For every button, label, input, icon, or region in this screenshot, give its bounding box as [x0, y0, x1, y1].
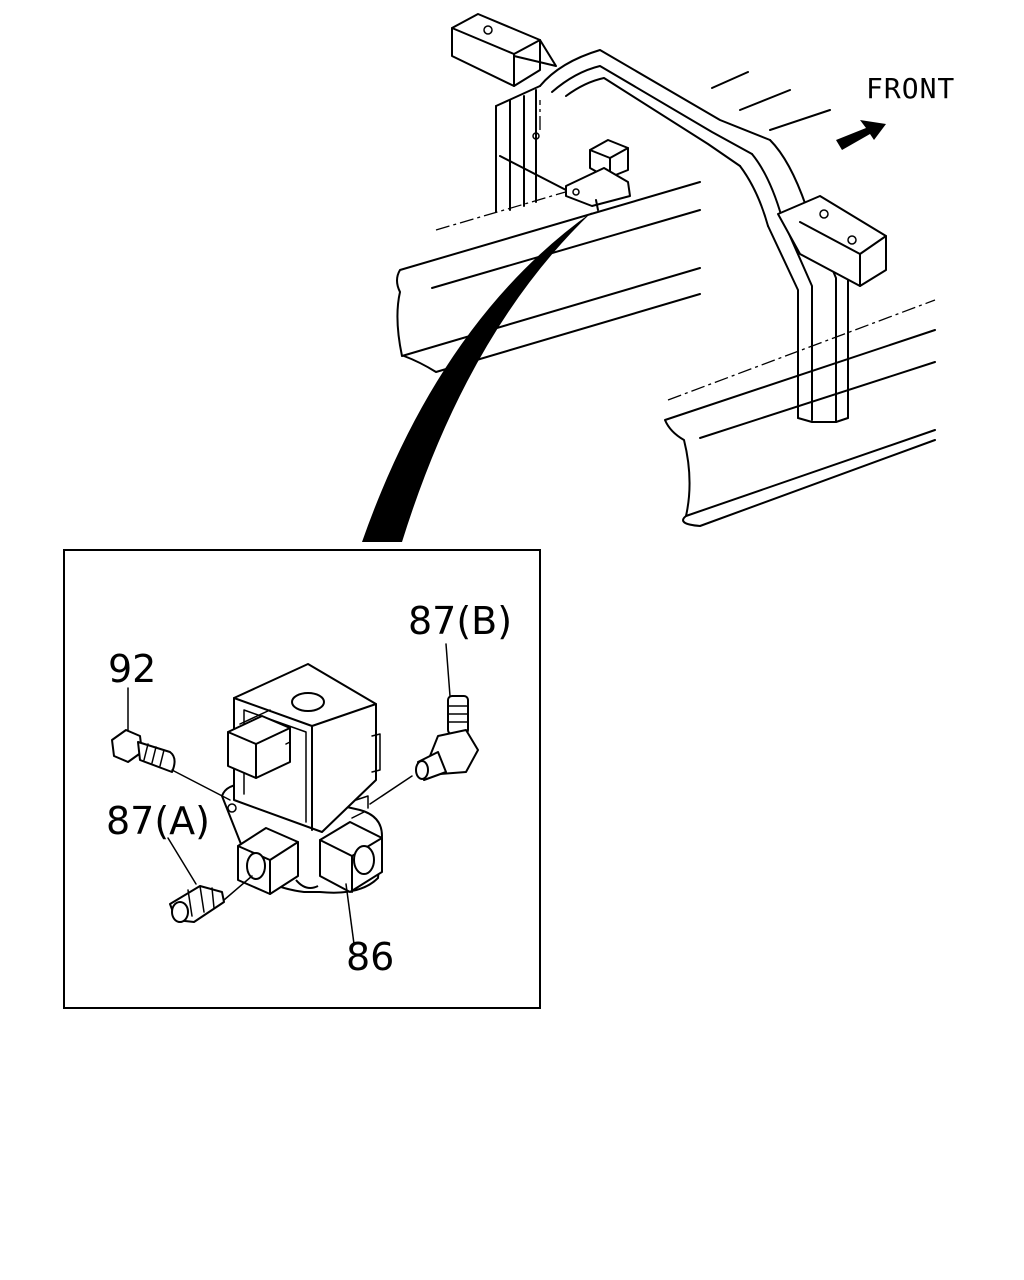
- chassis-frame: [396, 71, 936, 527]
- detail-frame: [63, 549, 541, 1009]
- cross-member: [451, 13, 887, 423]
- fitting-87a: [169, 875, 253, 923]
- fitting-87b: [369, 695, 479, 805]
- detail-leader: [362, 212, 592, 542]
- leader-lines: [127, 643, 451, 945]
- front-label: FRONT: [866, 72, 955, 105]
- part-label-87b: 87(B): [408, 599, 512, 643]
- bolt-92: [111, 729, 231, 801]
- part-label-92: 92: [108, 647, 156, 691]
- front-arrow-icon: [836, 120, 886, 150]
- part-label-86: 86: [346, 935, 394, 979]
- part-label-87a: 87(A): [106, 799, 210, 843]
- front-indicator: FRONT: [836, 72, 955, 150]
- valve-assembly: [221, 663, 383, 895]
